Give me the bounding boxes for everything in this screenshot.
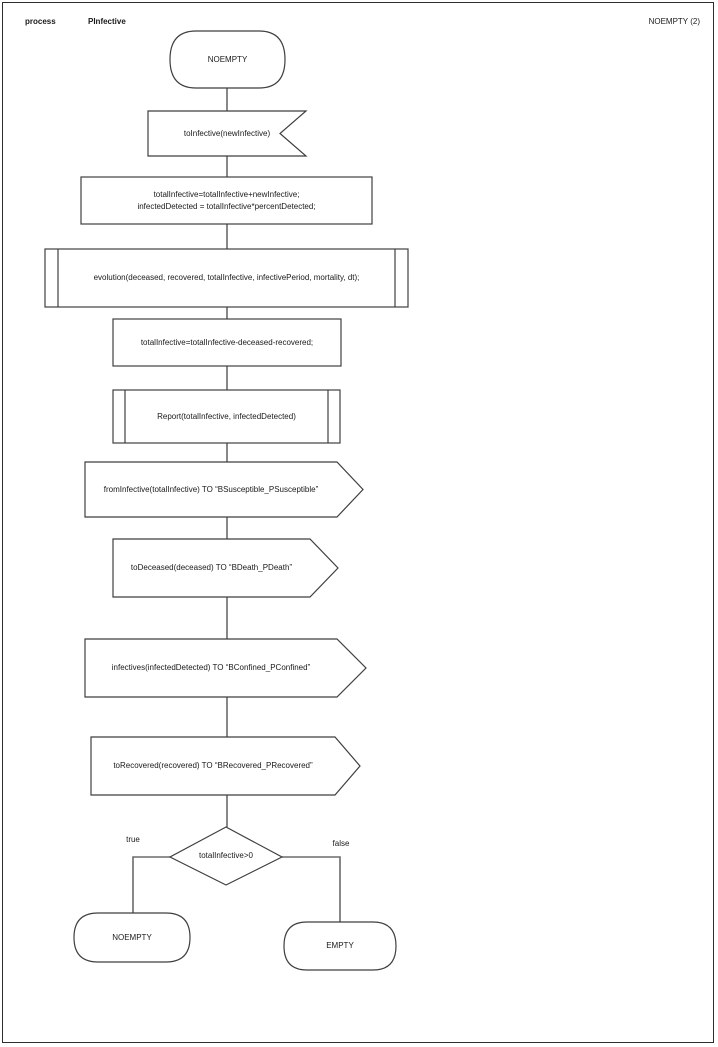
send-susceptible-shape — [84, 461, 364, 518]
header-process-name: PInfective — [88, 17, 126, 26]
procedure-report-shape — [112, 389, 341, 444]
procedure-evolution-shape — [44, 248, 409, 308]
false-branch-connector — [282, 856, 341, 922]
header-kind-label: process — [25, 17, 56, 26]
assignment1-shape — [80, 176, 373, 225]
decision-label: totalInfective>0 — [198, 851, 254, 861]
connectors — [132, 88, 341, 922]
assignment2-label: totalInfective=totalInfective-deceased-r… — [140, 337, 314, 347]
assignment2-shape — [112, 318, 342, 367]
send-death-label: toDeceased(deceased) TO “BDeath_PDeath” — [130, 563, 293, 573]
next-state-empty-label: EMPTY — [326, 941, 354, 951]
send-confined-shape — [84, 638, 367, 698]
next-state-noempty-label: NOEMPTY — [112, 932, 152, 942]
decision-true-label: true — [126, 835, 140, 844]
receive-signal-shape — [147, 110, 308, 157]
next-state-empty-shape — [283, 921, 397, 971]
send-susceptible-label: fromInfective(totalInfective) TO “BSusce… — [103, 484, 319, 494]
send-recovered-label: toRecovered(recovered) TO “BRecovered_PR… — [113, 761, 313, 771]
assignment1-line1: totalInfective=totalInfective+newInfecti… — [153, 189, 300, 199]
true-branch-connector — [132, 856, 170, 913]
start-state-shape — [169, 30, 286, 89]
decision-diamond-shape — [168, 826, 284, 886]
send-death-shape — [112, 538, 339, 598]
send-confined-label: infectives(infectedDetected) TO “BConfin… — [111, 663, 311, 673]
decision-false-label: false — [332, 839, 350, 848]
assignment1-line2: infectedDetected = totalInfective*percen… — [137, 201, 316, 211]
assignment1-label: totalInfective=totalInfective+newInfecti… — [81, 177, 372, 224]
start-state-label: NOEMPTY — [207, 54, 248, 64]
send-recovered-shape — [90, 736, 361, 796]
header-page-reference: NOEMPTY (2) — [648, 17, 700, 26]
next-state-noempty-shape — [73, 912, 191, 963]
receive-signal-label: toInfective(newInfective) — [183, 128, 271, 138]
procedure-report-label: Report(totalInfective, infectedDetected) — [157, 411, 296, 421]
procedure-evolution-label: evolution(deceased, recovered, totalInfe… — [93, 273, 360, 283]
